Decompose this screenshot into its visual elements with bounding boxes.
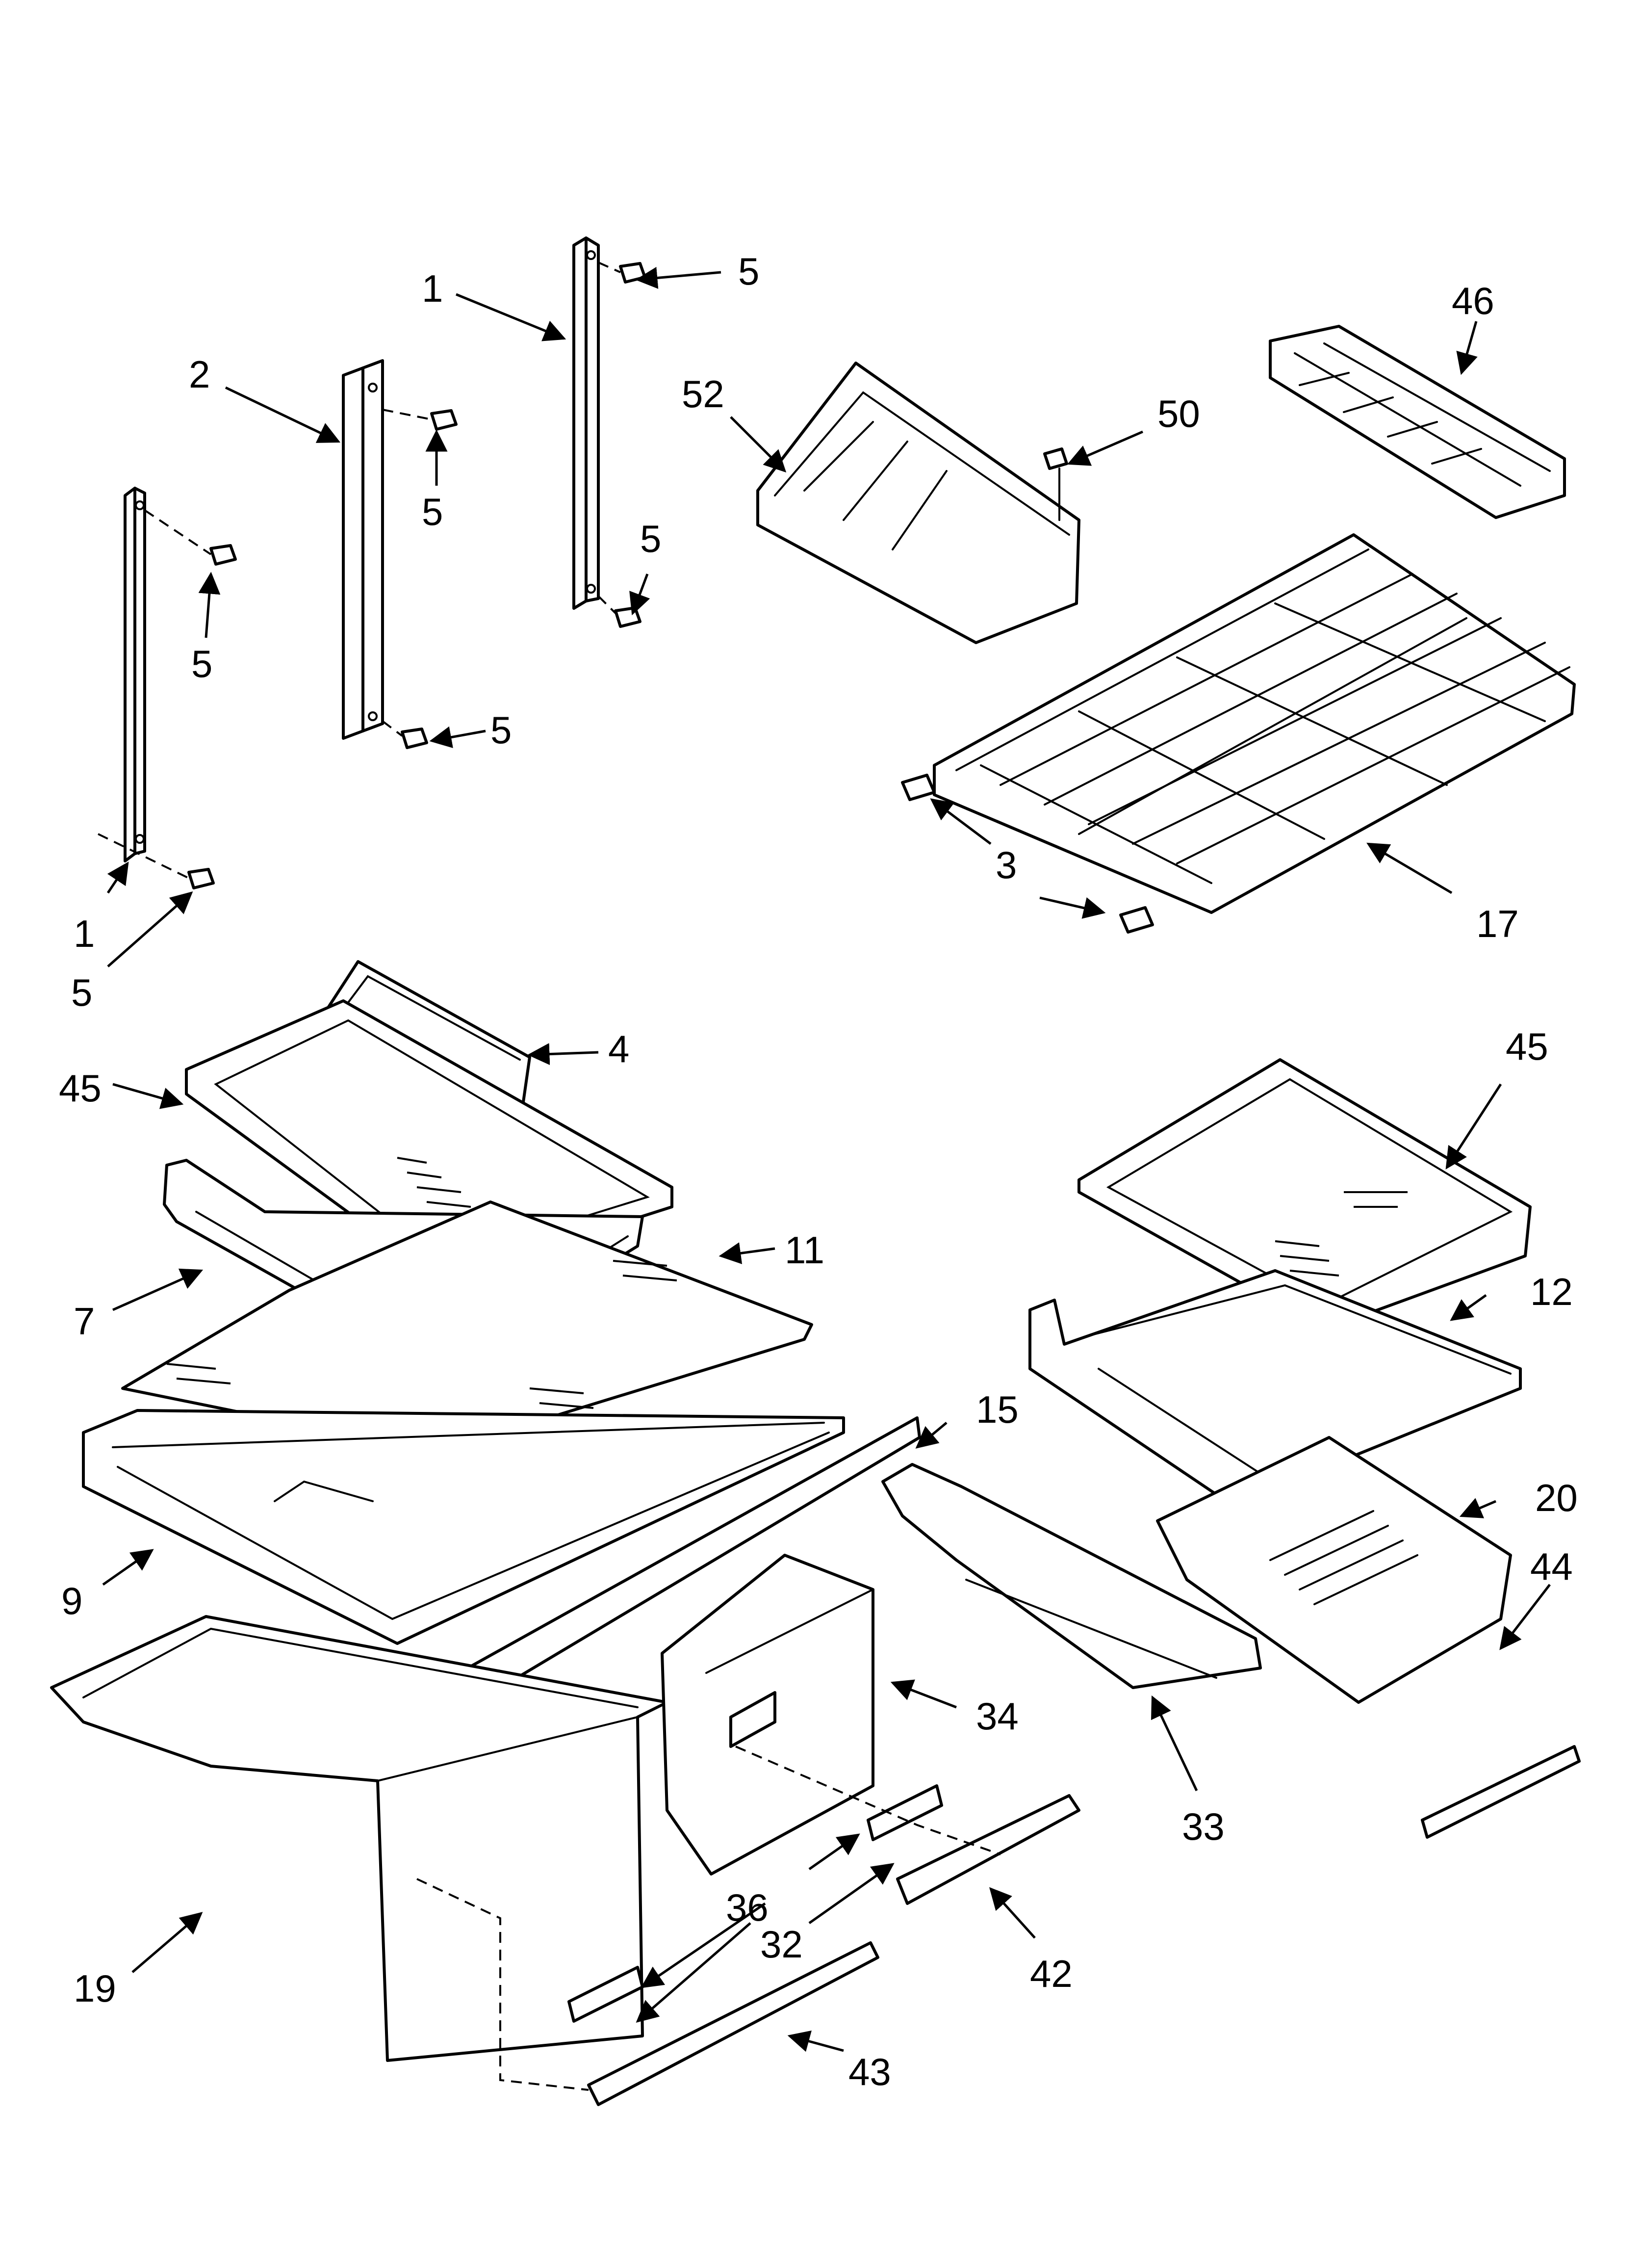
callout-5-d: 5 [191,642,212,685]
callout-20: 20 [1535,1476,1578,1519]
callout-11: 11 [785,1228,824,1272]
callout-32: 32 [760,1923,803,1966]
callout-15: 15 [976,1388,1019,1431]
shelf-rail-right [572,236,600,610]
callout-50: 50 [1157,392,1200,435]
callout-3: 3 [996,843,1017,886]
callout-5-e: 5 [490,708,512,752]
callout-46: 46 [1452,279,1494,322]
callout-34: 34 [976,1694,1019,1738]
callout-4: 4 [608,1027,629,1070]
callout-43: 43 [848,2050,891,2093]
wire-shelf [933,533,1576,914]
callout-19: 19 [74,1967,116,2010]
crisper-drawer-left [50,1615,668,2062]
crisper-drawer-right [661,1554,874,1876]
callout-5-c: 5 [640,517,661,560]
callout-9: 9 [61,1579,82,1622]
glass-insert [121,1200,813,1454]
callout-1-upper: 1 [422,267,443,310]
callout-2: 2 [189,353,210,396]
callout-labels: 1 1 2 3 4 5 5 5 5 5 5 7 9 11 12 15 17 19… [59,250,1578,2093]
callout-42: 42 [1030,1952,1073,1995]
callout-44: 44 [1530,1545,1573,1588]
shelf-rail-left [124,487,146,862]
crisper-cover-frame [82,1409,845,1645]
callout-5-a: 5 [738,250,759,293]
callout-17: 17 [1476,902,1519,945]
callout-12: 12 [1530,1270,1573,1313]
glass-shelf-left [185,999,673,1282]
callout-45-left: 45 [59,1067,102,1110]
shelf-rail-center [342,359,384,740]
drawer-bracket [881,1463,1262,1689]
holder-screw [1043,447,1068,521]
shelf-stop [901,774,1154,934]
callout-36: 36 [726,1886,769,1929]
ice-cube-tray [1269,325,1566,519]
clip-connectors [416,1746,1001,2091]
deli-drawer [1156,1436,1512,1704]
callout-45-right: 45 [1506,1025,1548,1068]
callout-5-b: 5 [422,490,443,533]
callout-52: 52 [682,372,724,416]
drawer-trim [587,1745,1581,2106]
callout-5-f: 5 [71,971,92,1014]
ice-tray-holder [756,362,1080,644]
callout-33: 33 [1182,1805,1225,1848]
callout-1-lower: 1 [74,912,95,955]
leader-lines [102,267,1551,2052]
glass-shelf-right [1078,1058,1532,1331]
deli-shelf-frame [1028,1269,1522,1522]
callout-7: 7 [74,1300,95,1343]
